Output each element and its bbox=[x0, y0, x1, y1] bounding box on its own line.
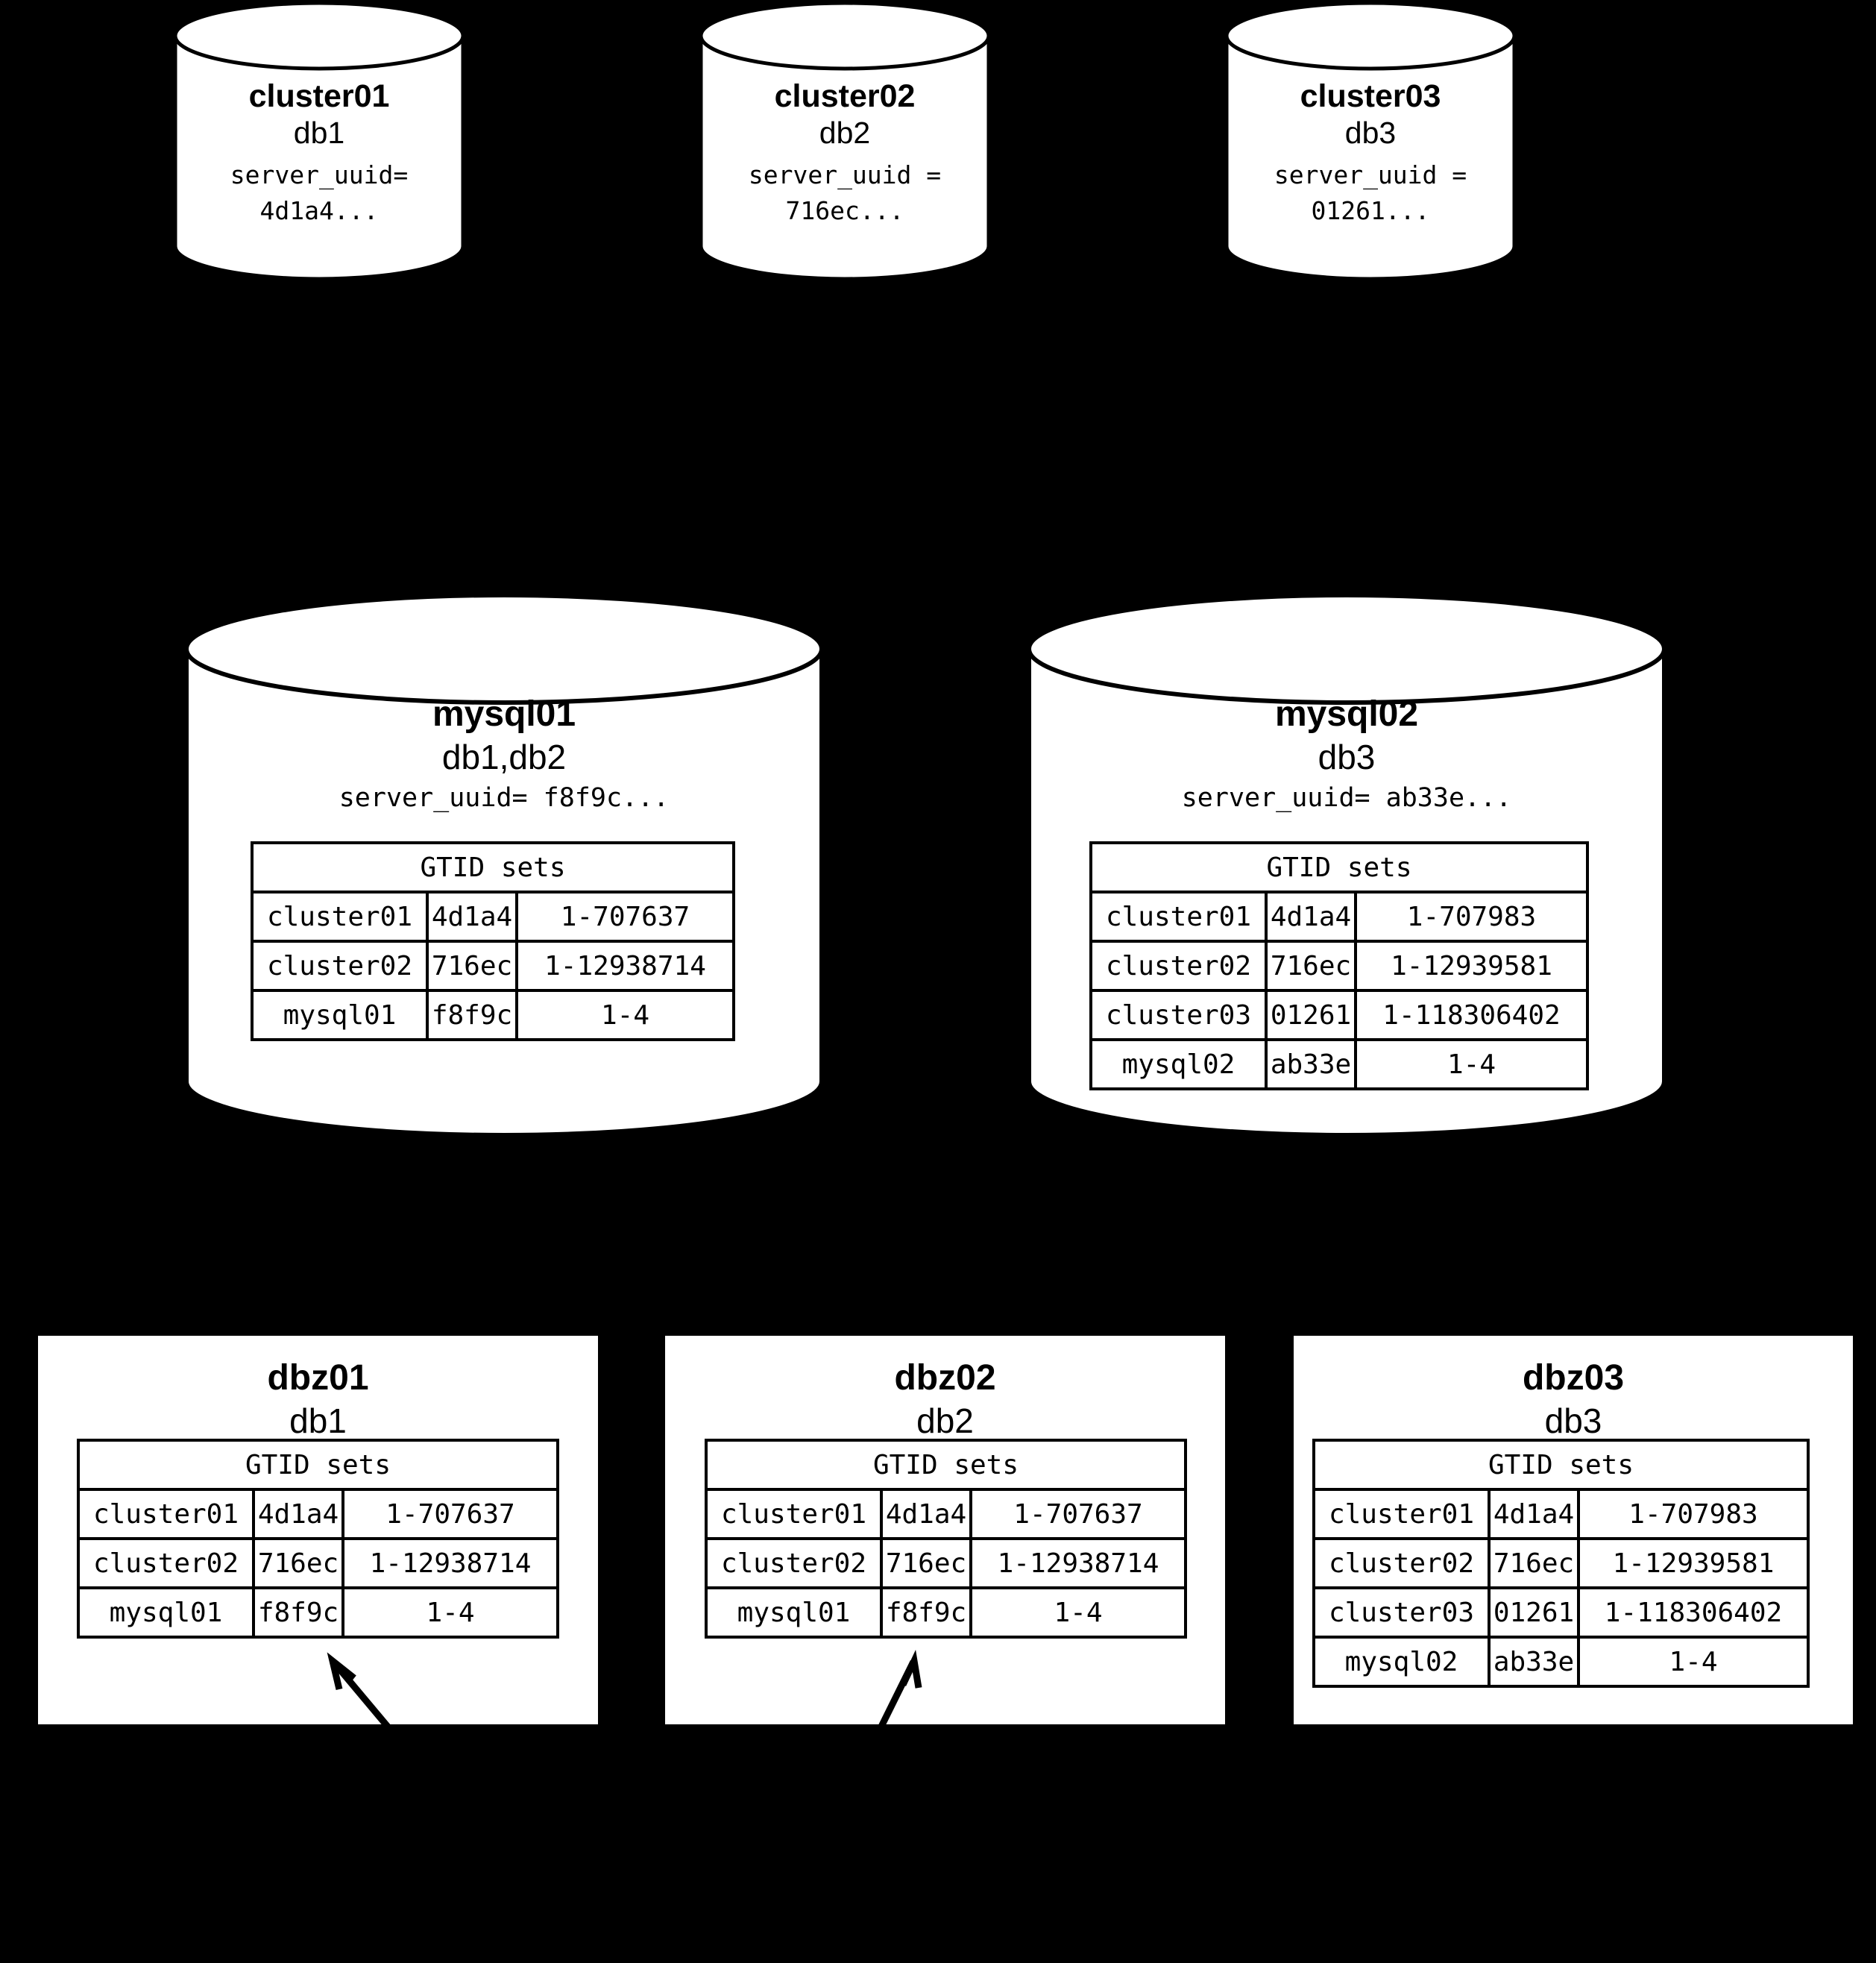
dbz03-cell-uuid: 4d1a4 bbox=[1493, 1498, 1575, 1530]
mysql01-cell-source: cluster02 bbox=[266, 950, 413, 982]
dbz03-cell-source: cluster01 bbox=[1328, 1498, 1475, 1530]
dbz03-cell-uuid: ab33e bbox=[1493, 1646, 1575, 1677]
dbz01-table-header: GTID sets bbox=[245, 1449, 391, 1480]
dbz02-cell-source: cluster01 bbox=[720, 1498, 867, 1530]
dbz01-database: db1 bbox=[289, 1401, 347, 1440]
mysql01-cell-source: cluster01 bbox=[266, 901, 413, 932]
table-grid-dbz03 bbox=[1312, 1439, 1810, 1688]
dbz03-cell-range: 1-707983 bbox=[1628, 1498, 1758, 1530]
dbz02-cell-range: 1-4 bbox=[1054, 1597, 1103, 1628]
mysql01-cell-uuid: 716ec bbox=[431, 950, 513, 982]
dbz03-cell-uuid: 01261 bbox=[1493, 1597, 1575, 1628]
mysql01-table-header: GTID sets bbox=[420, 852, 566, 883]
cluster02-uuid-line1: server_uuid = bbox=[748, 160, 942, 189]
dbz02-cell-uuid: 716ec bbox=[885, 1548, 967, 1579]
mysql02-cell-uuid: ab33e bbox=[1270, 1049, 1352, 1080]
dbz03-title: dbz03 bbox=[1522, 1358, 1625, 1398]
table-grid-dbz02 bbox=[705, 1439, 1187, 1639]
dbz02-cell-source: cluster02 bbox=[720, 1548, 867, 1579]
dbz03-cell-source: cluster03 bbox=[1328, 1597, 1475, 1628]
dbz03-database: db3 bbox=[1544, 1401, 1602, 1440]
cluster01-uuid-line1: server_uuid= bbox=[230, 160, 409, 189]
mysql01-cell-range: 1-12938714 bbox=[544, 950, 706, 982]
mysql02-cell-range: 1-4 bbox=[1447, 1049, 1496, 1080]
mysql02-cell-source: cluster03 bbox=[1105, 999, 1252, 1031]
mysql02-cell-uuid: 716ec bbox=[1270, 950, 1352, 982]
dbz02-cell-uuid: f8f9c bbox=[885, 1597, 967, 1628]
cluster02-title: cluster02 bbox=[774, 78, 916, 114]
dbz03-cell-range: 1-12939581 bbox=[1612, 1548, 1775, 1579]
dbz01-cell-source: cluster01 bbox=[92, 1498, 239, 1530]
table-grid-mysql02 bbox=[1089, 841, 1589, 1090]
dbz01-cell-uuid: 4d1a4 bbox=[257, 1498, 339, 1530]
mysql01-uuid: server_uuid= f8f9c... bbox=[339, 783, 670, 813]
dbz02-cell-uuid: 4d1a4 bbox=[885, 1498, 967, 1530]
dbz03-cell-range: 1-4 bbox=[1669, 1646, 1718, 1677]
cluster02-database: db2 bbox=[819, 116, 871, 150]
arrow-to-dbz01 bbox=[327, 1652, 398, 1738]
dbz02-cell-range: 1-12938714 bbox=[997, 1548, 1159, 1579]
dbz01-cell-range: 1-12938714 bbox=[369, 1548, 532, 1579]
mysql01-cell-uuid: 4d1a4 bbox=[431, 901, 513, 932]
dbz03-cell-range: 1-118306402 bbox=[1604, 1597, 1783, 1628]
mysql02-cell-source: cluster02 bbox=[1105, 950, 1252, 982]
mysql02-title: mysql02 bbox=[1274, 694, 1419, 734]
cluster03-uuid-line1: server_uuid = bbox=[1274, 160, 1467, 189]
dbz01-cell-range: 1-4 bbox=[426, 1597, 475, 1628]
mysql01-title: mysql01 bbox=[432, 694, 576, 734]
cylinder-cluster02 bbox=[699, 1, 991, 281]
dbz01-cell-uuid: f8f9c bbox=[257, 1597, 339, 1628]
dbz01-cell-source: cluster02 bbox=[92, 1548, 239, 1579]
dbz03-cell-source: cluster02 bbox=[1328, 1548, 1475, 1579]
mysql02-cell-source: mysql02 bbox=[1121, 1049, 1236, 1080]
dbz01-title: dbz01 bbox=[267, 1358, 369, 1398]
dbz02-cell-source: mysql01 bbox=[737, 1597, 851, 1628]
mysql02-cell-range: 1-118306402 bbox=[1382, 999, 1561, 1031]
dbz03-cell-source: mysql02 bbox=[1344, 1646, 1458, 1677]
dbz01-cell-range: 1-707637 bbox=[385, 1498, 515, 1530]
mysql02-cell-source: cluster01 bbox=[1105, 901, 1252, 932]
cluster01-uuid-line2: 4d1a4... bbox=[259, 196, 379, 225]
arrow-to-dbz02 bbox=[873, 1649, 922, 1737]
table-grid-dbz01 bbox=[77, 1439, 559, 1639]
cluster03-database: db3 bbox=[1344, 116, 1397, 150]
mysql02-cell-uuid: 4d1a4 bbox=[1270, 901, 1352, 932]
mysql01-cell-range: 1-4 bbox=[600, 999, 650, 1031]
dbz03-table-header: GTID sets bbox=[1488, 1449, 1634, 1480]
dbz02-title: dbz02 bbox=[894, 1358, 996, 1398]
dbz02-cell-range: 1-707637 bbox=[1013, 1498, 1143, 1530]
cylinder-cluster01 bbox=[173, 1, 465, 281]
cluster02-uuid-line2: 716ec... bbox=[785, 196, 904, 225]
mysql01-cell-range: 1-707637 bbox=[560, 901, 690, 932]
table-grid-mysql01 bbox=[251, 841, 735, 1041]
dbz02-table-header: GTID sets bbox=[872, 1449, 1019, 1480]
dbz01-cell-source: mysql01 bbox=[109, 1597, 223, 1628]
mysql02-cell-range: 1-707983 bbox=[1406, 901, 1537, 932]
mysql01-cell-source: mysql01 bbox=[283, 999, 397, 1031]
cluster03-title: cluster03 bbox=[1300, 78, 1441, 114]
mysql02-cell-range: 1-12939581 bbox=[1391, 950, 1552, 982]
dbz02-database: db2 bbox=[916, 1401, 974, 1440]
mysql01-databases: db1,db2 bbox=[441, 738, 567, 776]
mysql02-table-header: GTID sets bbox=[1266, 852, 1412, 883]
mysql02-databases: db3 bbox=[1318, 738, 1376, 776]
mysql02-uuid: server_uuid= ab33e... bbox=[1181, 783, 1512, 813]
mysql02-cell-uuid: 01261 bbox=[1270, 999, 1352, 1031]
cluster03-uuid-line2: 01261... bbox=[1311, 196, 1430, 225]
mysql01-cell-uuid: f8f9c bbox=[431, 999, 513, 1031]
dbz01-cell-uuid: 716ec bbox=[257, 1548, 339, 1579]
dbz03-cell-uuid: 716ec bbox=[1493, 1548, 1575, 1579]
cluster01-title: cluster01 bbox=[248, 78, 390, 114]
cylinder-cluster03 bbox=[1224, 1, 1517, 281]
cluster01-database: db1 bbox=[293, 116, 345, 150]
